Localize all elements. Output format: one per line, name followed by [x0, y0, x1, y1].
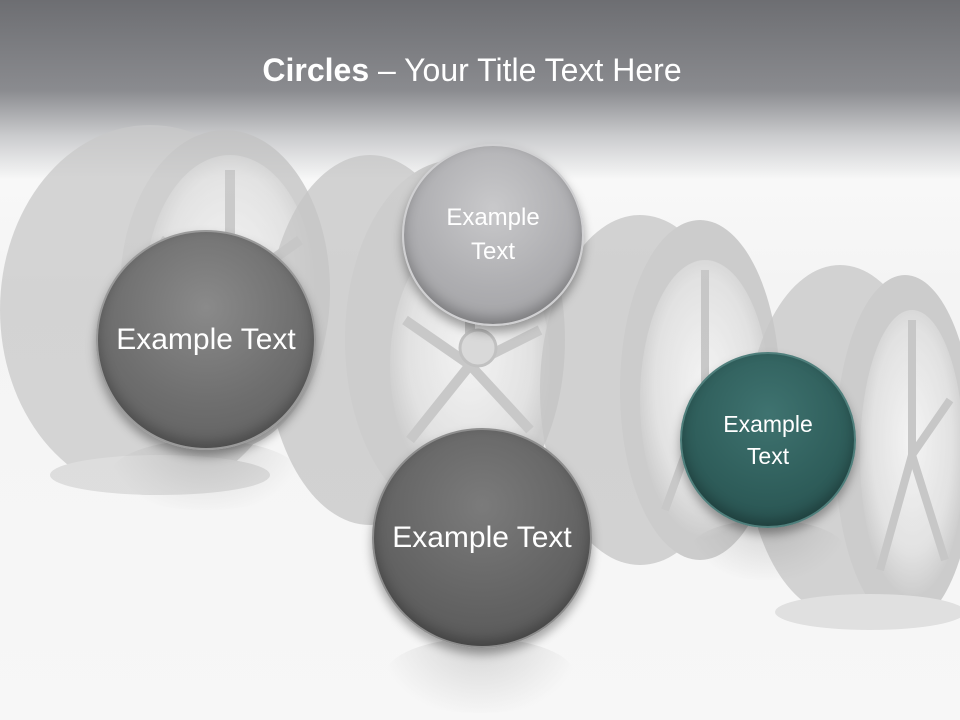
- slide-title: Circles – Your Title Text Here: [0, 52, 944, 89]
- circle-2-label: Example Text: [446, 204, 540, 265]
- title-rest: – Your Title Text Here: [369, 52, 682, 88]
- title-bold: Circles: [262, 52, 370, 88]
- circle-2: Example Text: [402, 144, 584, 326]
- circle-reflection: [110, 440, 300, 510]
- circle-3: Example Text: [372, 428, 592, 648]
- circle-1-label: Example Text: [116, 323, 296, 356]
- circle-1: Example Text: [96, 230, 316, 450]
- circle-3-label: Example Text: [392, 521, 572, 554]
- circle-4-label: Example Text: [723, 410, 813, 469]
- circle-4: Example Text: [680, 352, 856, 528]
- circle-reflection: [385, 638, 575, 713]
- circle-reflection: [690, 520, 845, 580]
